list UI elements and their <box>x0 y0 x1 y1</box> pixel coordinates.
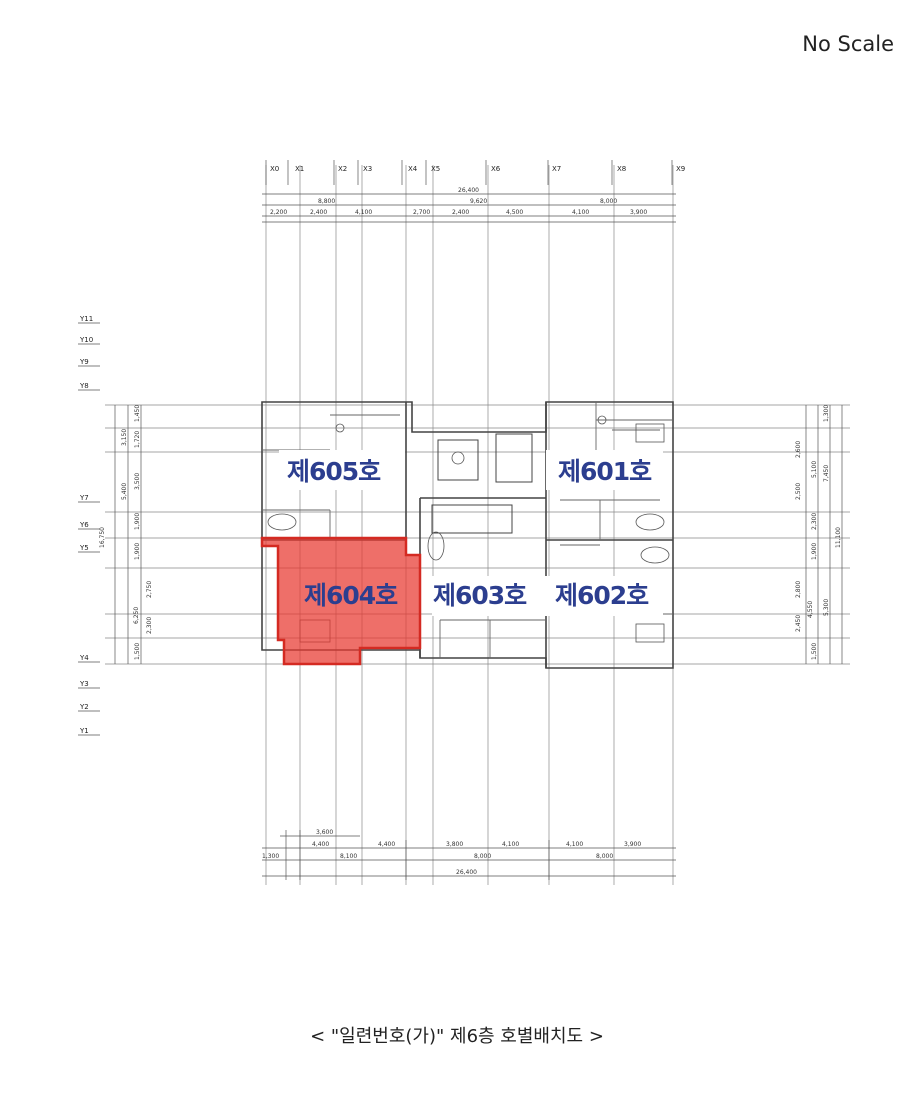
dim-top-row3-d: 2,700 <box>413 209 430 216</box>
dim-bottom-row2-f: 3,900 <box>624 841 641 848</box>
grid-y-labels: Y11 Y10 Y9 Y8 Y7 Y6 Y5 Y4 Y3 Y2 Y1 <box>79 315 93 735</box>
dim-bottom-row2-a: 4,400 <box>312 841 329 848</box>
dim-top-row2-b: 9,620 <box>470 198 487 205</box>
dim-right-8: 1,500 <box>811 643 818 660</box>
dim-top-row3-e: 2,400 <box>452 209 469 216</box>
dim-left2-1: 3,150 <box>121 429 128 446</box>
dim-left-1: 1,450 <box>134 405 141 422</box>
grid-label-x6: X6 <box>491 165 501 173</box>
dim-bottom-row2-e: 4,100 <box>566 841 583 848</box>
dim-left2-3: 6,250 <box>133 607 140 624</box>
dim-left-5: 1,900 <box>134 543 141 560</box>
dim-left-7: 2,300 <box>146 617 153 634</box>
dim-left-2: 1,720 <box>134 431 141 448</box>
grid-label-y6: Y6 <box>79 521 89 529</box>
dim-left-6: 2,750 <box>146 581 153 598</box>
dim-bottom-row3-a: 1,300 <box>262 853 279 860</box>
grid-label-y2: Y2 <box>79 703 89 711</box>
dim-right-3: 2,500 <box>795 483 802 500</box>
building-walls <box>261 401 674 669</box>
dim-right-6: 2,800 <box>795 581 802 598</box>
dim-top-overall: 26,400 <box>458 187 479 194</box>
dim-top-row2-c: 8,000 <box>600 198 617 205</box>
floor-plan: X0 X1 X2 X3 X4 X5 X6 X7 X8 X9 26,400 8,8… <box>78 160 850 885</box>
grid-label-y4: Y4 <box>79 654 89 662</box>
dim-bottom-row3-c: 8,000 <box>474 853 491 860</box>
unit-label-604: 제604호 <box>304 581 398 610</box>
dim-right4-1: 11,100 <box>835 527 842 548</box>
dim-bottom-row1: 3,600 <box>316 829 333 836</box>
dim-top-row2-a: 8,800 <box>318 198 335 205</box>
dim-left-8: 1,500 <box>134 643 141 660</box>
grid-x-lines <box>265 165 674 885</box>
right-dimensions <box>805 405 843 664</box>
dim-top-row3-h: 3,900 <box>630 209 647 216</box>
left-dim-texts: 1,450 1,720 3,500 1,900 1,900 2,750 2,30… <box>99 405 153 660</box>
dim-right2-2: 4,550 <box>807 601 814 618</box>
dim-left2-2: 5,400 <box>121 483 128 500</box>
dim-bottom-row2-c: 3,800 <box>446 841 463 848</box>
dim-top-row3-c: 4,100 <box>355 209 372 216</box>
left-dimensions <box>114 405 142 664</box>
dim-bottom-row3-b: 8,100 <box>340 853 357 860</box>
dim-left-4: 1,900 <box>134 513 141 530</box>
dim-bottom-row2-d: 4,100 <box>502 841 519 848</box>
grid-label-x3: X3 <box>363 165 372 173</box>
grid-label-y9: Y9 <box>79 358 89 366</box>
grid-label-y10: Y10 <box>79 336 93 344</box>
bottom-dimensions <box>262 830 676 880</box>
unit-label-602: 제602호 <box>555 581 649 610</box>
unit-label-backgrounds <box>279 450 663 616</box>
scale-note: No Scale <box>802 32 894 56</box>
dim-top-row3-f: 4,500 <box>506 209 523 216</box>
grid-label-x2: X2 <box>338 165 347 173</box>
grid-y-lines <box>105 404 850 665</box>
grid-label-y11: Y11 <box>79 315 93 323</box>
grid-label-x0: X0 <box>270 165 279 173</box>
dim-right-4: 2,300 <box>811 513 818 530</box>
dim-top-row3-a: 2,200 <box>270 209 287 216</box>
grid-label-x4: X4 <box>408 165 418 173</box>
grid-x-labels: X0 X1 X2 X3 X4 X5 X6 X7 X8 X9 <box>270 165 685 173</box>
dim-right3-1: 7,450 <box>823 465 830 482</box>
interior-walls <box>262 402 673 658</box>
dim-bottom-row3-d: 8,000 <box>596 853 613 860</box>
unit-label-603: 제603호 <box>433 581 527 610</box>
grid-label-y8: Y8 <box>79 382 89 390</box>
grid-label-x5: X5 <box>431 165 440 173</box>
dim-bottom-row2-b: 4,400 <box>378 841 395 848</box>
top-dimensions <box>262 193 676 223</box>
grid-label-y1: Y1 <box>79 727 89 735</box>
unit-label-605: 제605호 <box>287 457 381 486</box>
dim-bottom-overall: 26,400 <box>456 869 477 876</box>
grid-label-x1: X1 <box>295 165 304 173</box>
grid-label-y5: Y5 <box>79 544 89 552</box>
dim-right2-1: 5,100 <box>811 461 818 478</box>
dim-right-1: 1,300 <box>823 405 830 422</box>
dim-top-row3-b: 2,400 <box>310 209 327 216</box>
grid-label-x7: X7 <box>552 165 561 173</box>
grid-label-y7: Y7 <box>79 494 89 502</box>
grid-label-y3: Y3 <box>79 680 89 688</box>
drawing-caption: < "일련번호(가)" 제6층 호별배치도 > <box>310 1026 604 1047</box>
grid-label-x9: X9 <box>676 165 685 173</box>
grid-label-x8: X8 <box>617 165 626 173</box>
dim-right-2: 2,600 <box>795 441 802 458</box>
dim-left-3: 3,500 <box>134 473 141 490</box>
right-dim-texts: 1,300 2,600 2,500 2,300 1,900 2,800 2,45… <box>795 405 842 660</box>
dim-right3-2: 5,300 <box>823 599 830 616</box>
dim-right-7: 2,450 <box>795 615 802 632</box>
dim-top-row3-g: 4,100 <box>572 209 589 216</box>
unit-label-601: 제601호 <box>558 457 652 486</box>
unit-604-highlight <box>260 536 422 666</box>
dim-left3-1: 16,750 <box>99 527 106 548</box>
dim-right-5: 1,900 <box>811 543 818 560</box>
